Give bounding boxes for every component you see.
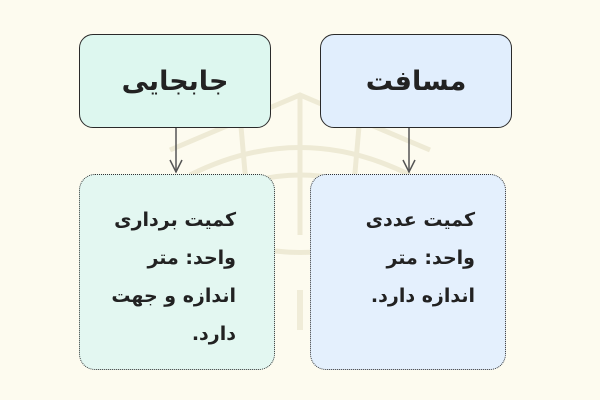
distance-description-box: کمیت عددی واحد: متر اندازه دارد. (310, 174, 506, 370)
distance-line-3: اندازه دارد. (370, 285, 475, 307)
displacement-line-2: واحد: متر (147, 247, 236, 269)
displacement-line-3: اندازه و جهت (111, 285, 236, 307)
displacement-title-box: جابجایی (79, 34, 271, 128)
displacement-description-box: کمیت برداری واحد: متر اندازه و جهت دارد. (79, 174, 275, 370)
displacement-line-1: کمیت برداری (114, 209, 236, 231)
distance-line-2: واحد: متر (386, 247, 475, 269)
displacement-arrow-head (169, 159, 183, 174)
displacement-title: جابجایی (121, 65, 229, 97)
distance-title-box: مسافت (320, 34, 512, 128)
displacement-line-4: دارد. (191, 323, 236, 345)
distance-title: مسافت (365, 65, 467, 97)
distance-arrow-head (402, 159, 416, 174)
distance-line-1: کمیت عددی (365, 209, 475, 231)
